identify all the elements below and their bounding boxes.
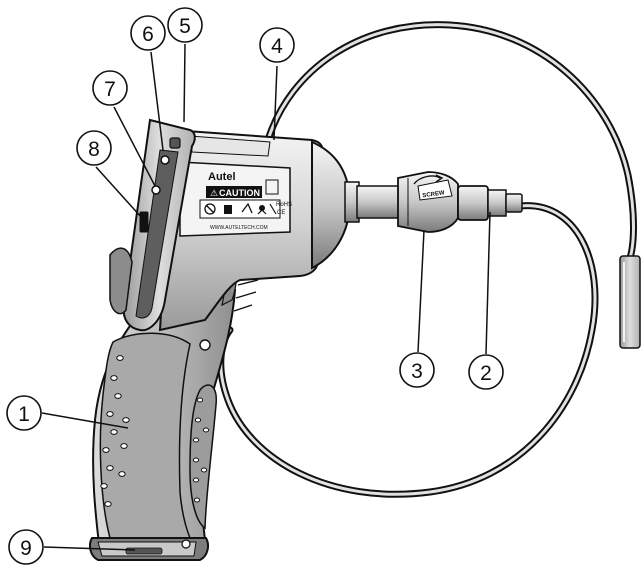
usb-port[interactable] [139, 211, 149, 233]
callout-4: 4 [259, 27, 295, 63]
callout-leader-lines [41, 43, 491, 551]
caution-label-panel: Autel ⚠ CAUTION RoHS CE WWW.AUTELTECH.CO… [179, 161, 292, 237]
callout-9-label: 9 [20, 537, 32, 560]
probe-cable [217, 21, 637, 498]
cable-plug [457, 185, 523, 221]
callout-3-label: 3 [411, 360, 423, 383]
caution-text: CAUTION [219, 188, 260, 198]
callout-8-label: 8 [88, 138, 100, 161]
sd-card-slot[interactable] [160, 155, 170, 165]
callout-7: 7 [92, 70, 128, 106]
caution-banner [206, 186, 262, 198]
callout-2-label: 2 [480, 362, 492, 385]
callout-6-label: 6 [142, 23, 154, 46]
website-text: WWW.AUTELTECH.COM [210, 225, 268, 231]
callout-6: 6 [130, 15, 166, 51]
callout-1: 1 [6, 395, 42, 431]
callout-8: 8 [76, 130, 112, 166]
battery-cover [89, 537, 209, 561]
connector-label: SCREW [422, 190, 445, 199]
grip-holes [100, 355, 210, 507]
cable-connector-nut: SCREW [397, 171, 459, 233]
disposal-icon [265, 179, 279, 195]
callout-4-label: 4 [271, 35, 283, 58]
caution-symbol: ⚠ [210, 188, 218, 198]
ce-mark: CE [277, 210, 285, 216]
callout-5-label: 5 [179, 15, 191, 38]
callout-7-label: 7 [104, 78, 116, 101]
lcd-screen-module [109, 118, 196, 332]
callout-3: 3 [399, 352, 435, 388]
camera-probe-tip [619, 255, 641, 349]
video-out-port[interactable] [151, 185, 161, 195]
callout-5: 5 [167, 7, 203, 43]
power-switch[interactable] [169, 137, 181, 149]
brand-logo-text: Autel [208, 171, 236, 183]
callout-9: 9 [8, 529, 44, 565]
warning-pictograms [199, 199, 281, 219]
rohs-mark: RoHS [276, 202, 292, 208]
callout-1-label: 1 [18, 403, 30, 426]
callout-2: 2 [468, 354, 504, 390]
